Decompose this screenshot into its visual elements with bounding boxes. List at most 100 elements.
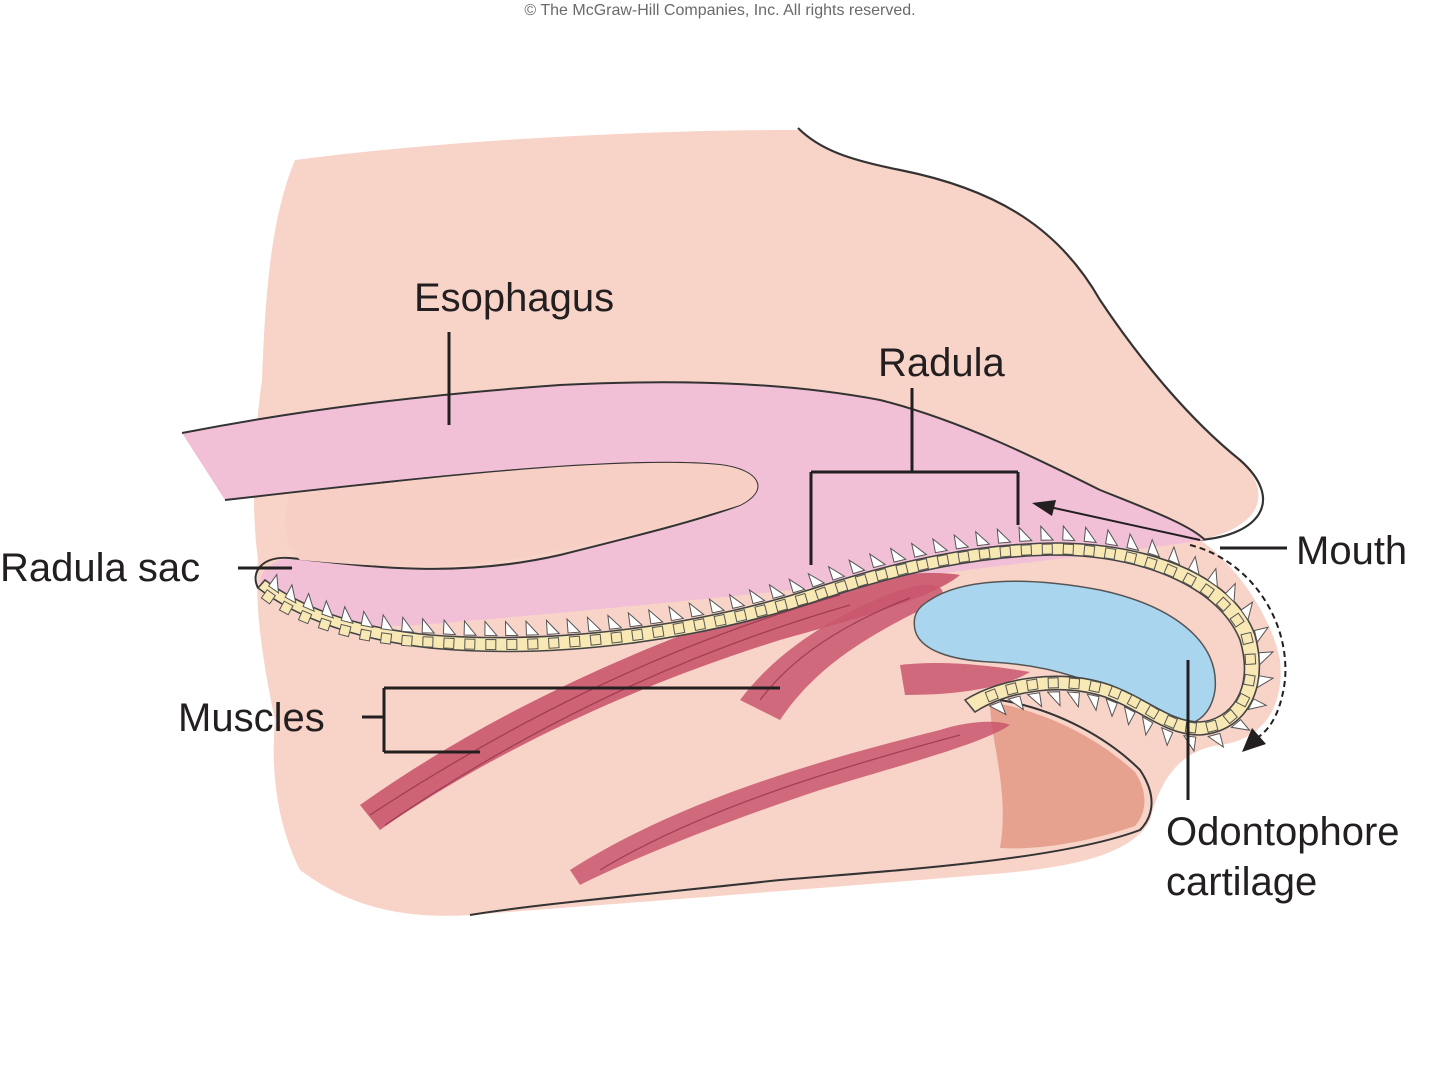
ribbon-cell <box>651 625 665 639</box>
ribbon-cell <box>1026 678 1039 691</box>
ribbon-cell <box>794 592 809 607</box>
inner-tissue-pocket <box>284 462 758 567</box>
radula-tooth <box>1062 524 1076 542</box>
ribbon-cell <box>631 628 644 642</box>
ribbon-cell <box>915 558 929 572</box>
radula-tooth <box>889 547 907 563</box>
radula-tooth <box>1026 692 1043 708</box>
radula-tooth <box>647 608 664 625</box>
muscle-band-2 <box>740 584 943 720</box>
ribbon-cell <box>895 562 909 577</box>
ribbon-cell <box>527 638 539 650</box>
ribbon-cell <box>1068 677 1081 690</box>
radula-tooth <box>827 565 846 581</box>
mouth-arrow-line <box>1044 505 1201 541</box>
ribbon-cell <box>422 636 434 648</box>
ribbon-cell <box>379 632 393 645</box>
ribbon-cell <box>317 617 332 632</box>
radula-tooth <box>1160 726 1174 747</box>
radula-tooth <box>463 619 478 636</box>
radula-tooth <box>525 619 540 636</box>
radula-ribbon-cells <box>260 543 1257 734</box>
label-odontophore: Odontophore <box>1166 810 1400 854</box>
radula-tooth <box>1141 715 1154 737</box>
radula-tooth <box>1253 626 1270 644</box>
ribbon-cell <box>1243 673 1256 687</box>
ribbon-cell <box>1163 563 1178 578</box>
radula-tooth <box>380 613 395 632</box>
movement-arrows <box>1032 500 1287 752</box>
ribbon-cell <box>401 634 413 647</box>
ribbon-cell <box>1199 583 1215 599</box>
ribbon-cell <box>1244 653 1257 666</box>
ribbon-cell <box>693 618 706 632</box>
radula-tooth <box>996 527 1012 544</box>
ribbon-cell <box>589 633 602 646</box>
radula-tooth <box>1007 695 1025 711</box>
label-mouth: Mouth <box>1296 529 1408 573</box>
radula-tooth <box>975 530 991 547</box>
radula-tooth <box>848 559 866 575</box>
ribbon-cell <box>1107 685 1123 700</box>
ribbon-cell <box>1240 631 1254 646</box>
radula-tooth <box>1105 528 1119 547</box>
muscles-bracket <box>362 686 780 754</box>
radula-tooth <box>1105 697 1118 718</box>
radula-tooth <box>768 583 786 599</box>
lower-lip <box>469 699 1153 916</box>
ribbon-cell <box>1047 677 1059 689</box>
ribbon-cell <box>506 638 518 651</box>
ribbon-cell <box>999 545 1012 558</box>
muscle-striations <box>369 594 961 871</box>
muscle-band-4 <box>570 721 1010 885</box>
ribbon-cell <box>1083 544 1096 557</box>
ribbon-cell <box>1229 612 1245 628</box>
radula-tooth <box>1247 698 1268 711</box>
radula-tooth <box>668 605 685 622</box>
ribbon-cell <box>610 631 623 644</box>
ribbon-cell <box>1205 719 1219 733</box>
radula-tooth <box>1187 555 1200 576</box>
radula-tooth <box>1126 532 1140 552</box>
ribbon-cell <box>754 604 768 618</box>
curved-arrow-head <box>1242 728 1266 752</box>
esophagus-upper-edge <box>181 381 1206 541</box>
ribbon-cell <box>814 586 829 601</box>
ribbon-cell <box>547 637 560 649</box>
ribbon-cell <box>733 609 748 623</box>
ribbon-cell <box>464 638 476 650</box>
ribbon-cell <box>568 635 581 648</box>
ribbon-cell <box>1041 543 1053 555</box>
radula-tooth <box>1167 545 1181 566</box>
radula-sac-outline <box>254 556 291 589</box>
label-esophagus: Esophagus <box>414 276 615 320</box>
mouth-arrow-head <box>1032 500 1056 516</box>
ribbon-cell <box>1163 714 1179 730</box>
radula-tooth <box>1207 732 1225 749</box>
label-radula: Radula <box>878 341 1005 385</box>
ribbon-cell <box>1088 680 1102 694</box>
radula-tooth <box>1123 705 1136 727</box>
ribbon-cell <box>834 579 849 594</box>
radula-tooth <box>442 618 457 636</box>
radula-tooth <box>484 620 498 637</box>
radula-bracket <box>809 388 1020 565</box>
radula-tooth <box>545 619 561 635</box>
ribbon-cell <box>1143 556 1158 571</box>
ribbon-cell <box>1123 551 1138 565</box>
radula-tooth <box>1240 600 1254 622</box>
lower-lip-fill <box>990 702 1145 849</box>
radula-tooth <box>1086 693 1100 712</box>
radula-tooth <box>421 617 436 634</box>
ribbon-cell <box>338 623 352 638</box>
radula-tooth <box>953 533 970 550</box>
radula-tooth <box>748 588 766 605</box>
radula-tooth <box>321 599 335 619</box>
radula-tooth <box>1258 651 1275 666</box>
radula-tooth <box>708 597 726 614</box>
label-muscles: Muscles <box>178 696 325 740</box>
ribbon-cell <box>854 573 869 588</box>
ribbon-cell <box>1144 704 1160 720</box>
